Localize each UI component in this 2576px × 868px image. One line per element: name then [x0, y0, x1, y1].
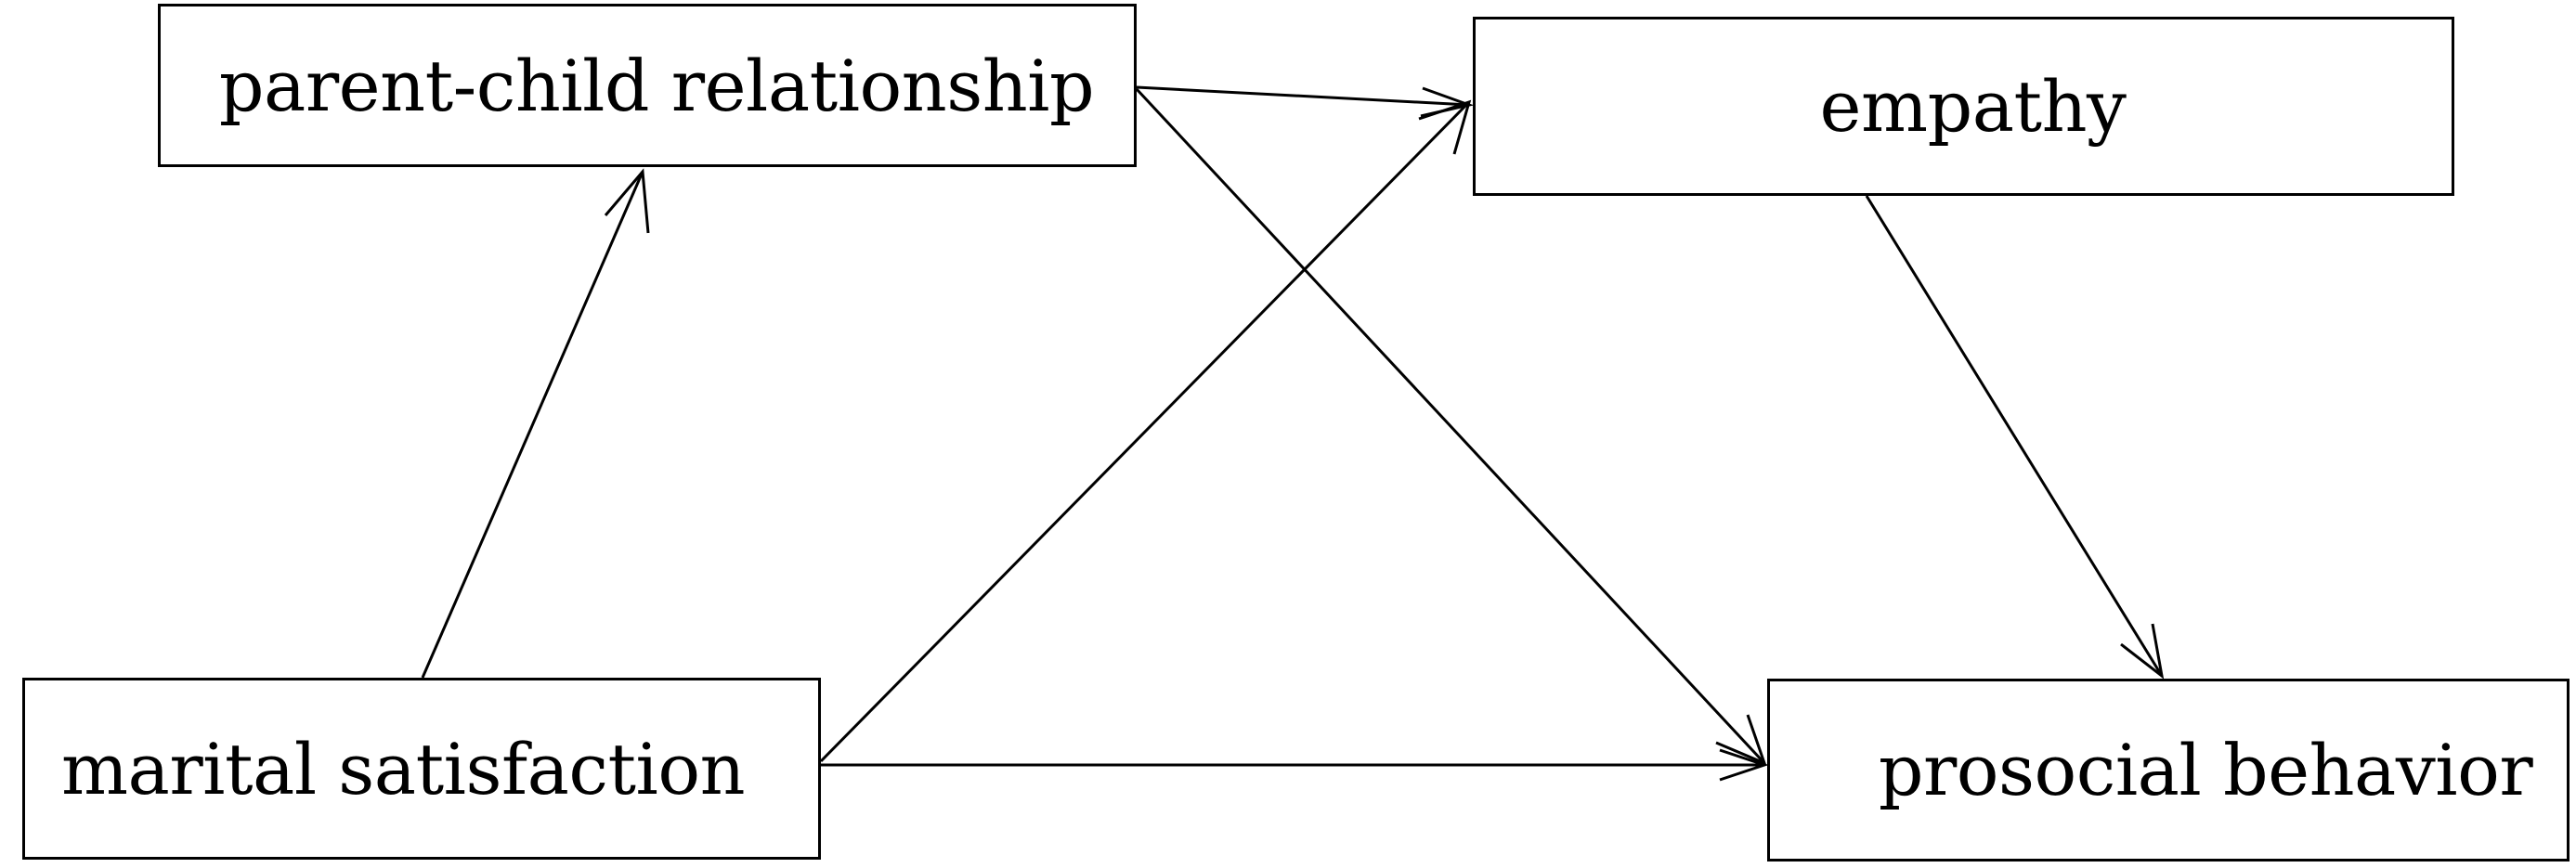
arrowhead-marital-to-prosocial: [1719, 748, 1769, 782]
arrowhead-marital-to-parent: [604, 168, 650, 234]
edge-empathy-to-prosocial: [1865, 195, 2164, 677]
node-label-parent-child-relationship: parent-child relationship: [218, 44, 1095, 127]
node-parent-child-relationship: parent-child relationship: [158, 4, 1137, 167]
node-label-prosocial-behavior: prosocial behavior: [1878, 729, 2533, 811]
edge-marital-to-empathy: [819, 100, 1471, 763]
node-empathy: empathy: [1473, 17, 2454, 196]
node-label-marital-satisfaction: marital satisfaction: [60, 727, 746, 810]
arrowhead-parent-to-empathy: [1420, 86, 1475, 118]
edge-parent-to-prosocial: [1135, 87, 1766, 765]
arrowhead-empathy-to-prosocial: [2120, 623, 2165, 680]
arrowhead-parent-to-prosocial: [1715, 714, 1767, 766]
node-prosocial-behavior: prosocial behavior: [1767, 679, 2569, 862]
node-marital-satisfaction: marital satisfaction: [22, 678, 821, 860]
edge-parent-to-empathy: [1136, 85, 1470, 107]
edge-marital-to-parent: [421, 171, 644, 679]
node-label-empathy: empathy: [1819, 65, 2127, 148]
